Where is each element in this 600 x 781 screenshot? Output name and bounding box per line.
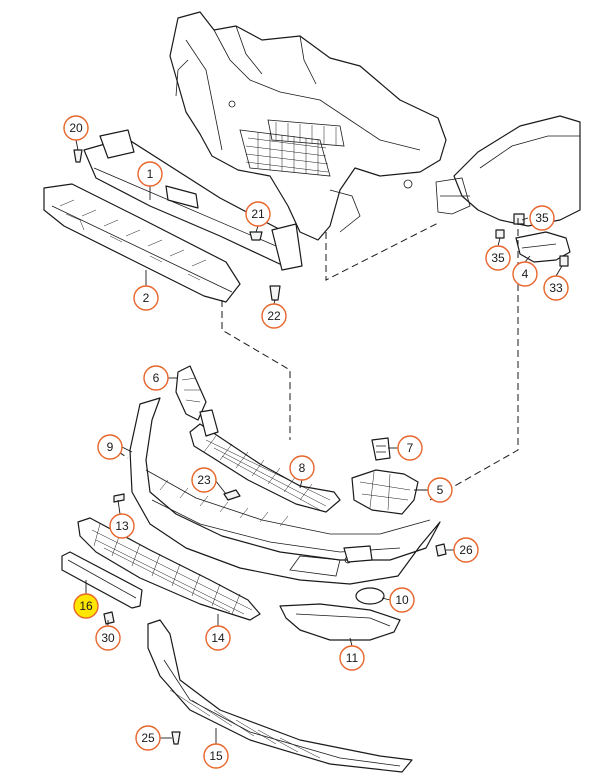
callout-label: 16	[79, 599, 93, 613]
callout-label: 10	[395, 593, 409, 607]
callout-label: 21	[251, 207, 265, 221]
callout-8: 8	[289, 455, 315, 481]
callout-1: 1	[137, 161, 163, 187]
callout-label: 26	[459, 543, 473, 557]
callout-15: 15	[203, 743, 229, 769]
callout-label: 11	[346, 651, 359, 665]
callout-label: 9	[107, 440, 114, 454]
fasteners	[73, 149, 447, 745]
callout-35-left: 35	[485, 245, 511, 271]
lower-spoiler	[147, 619, 413, 773]
callout-25: 25	[135, 725, 161, 751]
callout-label: 35	[491, 251, 505, 265]
tow-eye-cap	[355, 587, 385, 605]
callout-14: 14	[205, 625, 231, 651]
lower-grille	[77, 517, 261, 621]
center-grille	[189, 409, 341, 513]
clip	[371, 437, 391, 461]
callout-2: 2	[133, 285, 159, 311]
callout-label: 13	[115, 519, 129, 533]
callout-label: 5	[437, 483, 444, 497]
callout-label: 7	[407, 441, 414, 455]
license-plate-holder	[61, 551, 143, 609]
callout-10: 10	[389, 587, 415, 613]
front-end-carrier	[169, 11, 447, 241]
bumper-guide-right	[351, 469, 419, 515]
callout-16: 16	[73, 593, 99, 619]
callout-label: 20	[69, 121, 83, 135]
callout-6: 6	[143, 365, 169, 391]
fog-lamp-trim	[279, 603, 401, 641]
callout-30: 30	[95, 625, 121, 651]
callout-label: 14	[211, 631, 225, 645]
callout-5: 5	[427, 477, 453, 503]
callout-label: 8	[299, 461, 306, 475]
callout-label: 30	[101, 631, 115, 645]
callout-35-top: 35	[529, 205, 555, 231]
callout-label: 25	[141, 731, 155, 745]
callout-label: 23	[197, 473, 211, 487]
callout-4: 4	[512, 261, 538, 287]
callouts: 20 1 2 21 22 35 35 4 33 6 9 7 23 8 5 13 …	[63, 115, 569, 769]
callout-label: 4	[522, 267, 529, 281]
side-bracket	[495, 213, 571, 267]
callout-label: 35	[535, 211, 549, 225]
callout-label: 15	[209, 749, 223, 763]
bumper-cover	[129, 397, 441, 585]
callout-label: 1	[147, 167, 154, 181]
callout-7: 7	[397, 435, 423, 461]
callout-label: 33	[549, 281, 563, 295]
callout-label: 6	[153, 371, 160, 385]
callout-23: 23	[191, 467, 217, 493]
callout-13: 13	[109, 513, 135, 539]
fender	[435, 115, 581, 227]
callout-22: 22	[261, 303, 287, 329]
callout-9: 9	[97, 434, 123, 460]
callout-33: 33	[543, 275, 569, 301]
energy-absorber	[43, 183, 241, 303]
callout-11: 11	[339, 645, 365, 671]
callout-26: 26	[453, 537, 479, 563]
callout-label: 22	[267, 309, 281, 323]
leader-lines	[75, 139, 563, 744]
grille-bracket-upper	[175, 365, 207, 421]
callout-21: 21	[245, 201, 271, 227]
callout-20: 20	[63, 115, 89, 141]
callout-label: 2	[143, 291, 150, 305]
